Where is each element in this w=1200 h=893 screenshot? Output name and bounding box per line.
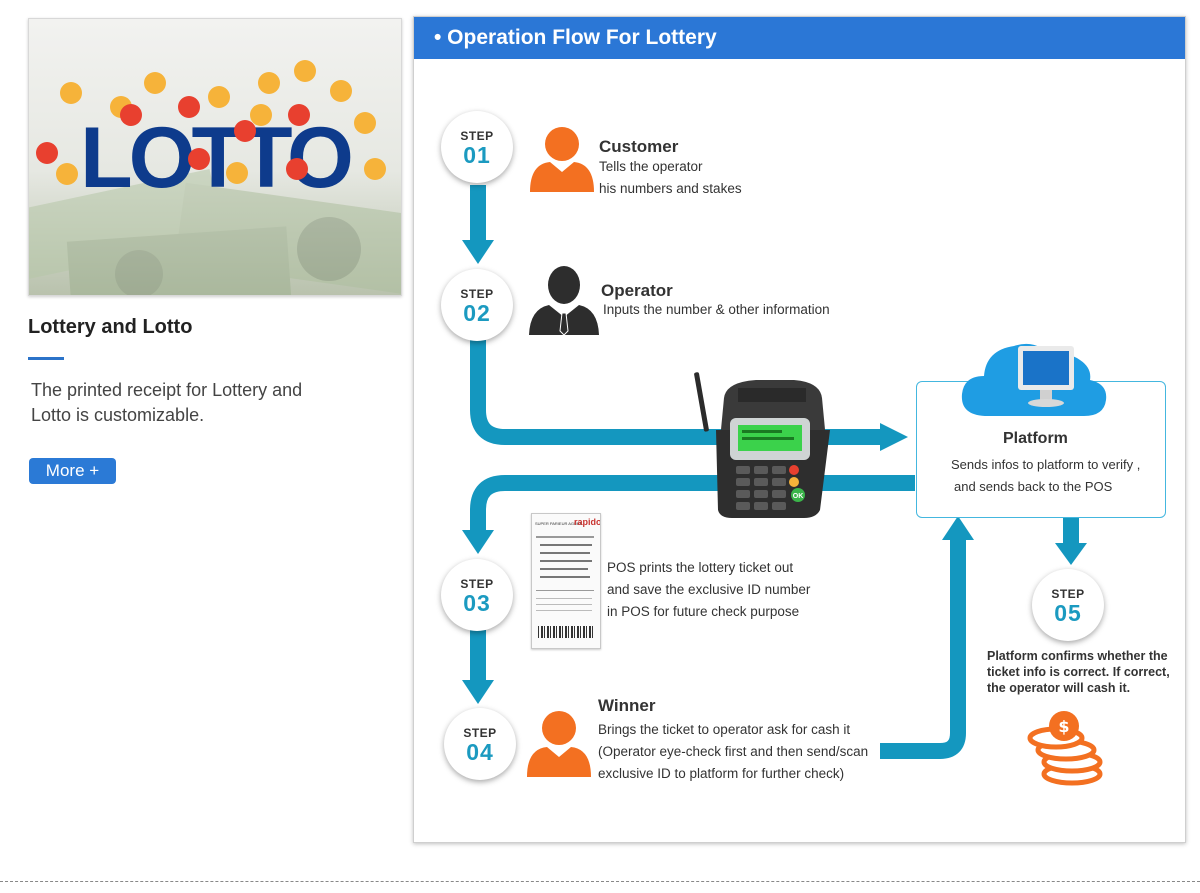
receipt-brand: rapido <box>574 517 601 527</box>
step5-text-1: Platform confirms whether the <box>987 649 1168 663</box>
svg-text:$: $ <box>1058 717 1069 736</box>
platform-text-2: and sends back to the POS <box>954 479 1113 494</box>
section-title: Lottery and Lotto <box>28 316 193 338</box>
step-number: 04 <box>466 739 494 765</box>
pos-ok-key: OK <box>793 493 804 500</box>
winner-text-1: Brings the ticket to operator ask for ca… <box>598 722 851 737</box>
lotto-illustration: LOTTO <box>29 19 401 295</box>
title-underline <box>28 357 64 360</box>
step-number: 03 <box>463 590 491 616</box>
cloud-computer-icon <box>961 343 1107 416</box>
winner-text-2: (Operator eye-check first and then send/… <box>598 744 869 759</box>
customer-text-2: his numbers and stakes <box>599 181 742 196</box>
step3-text-2: and save the exclusive ID number <box>607 582 811 597</box>
step-01: STEP 01 <box>441 111 513 183</box>
platform-label: Platform <box>1003 430 1068 447</box>
lotto-wordmark: LOTTO <box>80 110 351 206</box>
more-button[interactable]: More + <box>29 458 116 484</box>
winner-person-icon <box>527 711 591 777</box>
step-04: STEP 04 <box>444 708 516 780</box>
customer-label: Customer <box>599 137 679 156</box>
step-word: STEP <box>460 577 494 591</box>
step5-text-2: ticket info is correct. If correct, <box>987 665 1170 679</box>
receipt-header: SUPER PARIEUR AGREE <box>535 521 583 526</box>
winner-text-3: exclusive ID to platform for further che… <box>598 766 845 781</box>
lotto-image: LOTTO <box>28 18 402 296</box>
winner-label: Winner <box>598 696 656 715</box>
step-number: 01 <box>463 142 491 168</box>
bottom-divider <box>0 881 1200 882</box>
coins-icon: $ <box>1027 711 1103 786</box>
panel-title: • Operation Flow For Lottery <box>434 26 717 49</box>
step-number: 02 <box>463 300 491 326</box>
step-03: STEP 03 <box>441 559 513 631</box>
operator-businessman-icon <box>529 266 599 335</box>
step-02: STEP 02 <box>441 269 513 341</box>
customer-person-icon <box>530 127 594 192</box>
step-word: STEP <box>463 726 497 740</box>
step5-text-3: the operator will cash it. <box>987 681 1131 695</box>
panel-header: • Operation Flow For Lottery <box>414 17 1185 59</box>
operator-label: Operator <box>601 281 673 300</box>
step3-text-3: in POS for future check purpose <box>607 604 800 619</box>
step-word: STEP <box>460 129 494 143</box>
lottery-receipt: SUPER PARIEUR AGREE rapido <box>531 513 601 649</box>
platform-text-1: Sends infos to platform to verify , <box>951 457 1141 472</box>
step-number: 05 <box>1054 600 1082 626</box>
step-word: STEP <box>460 287 494 301</box>
customer-text-1: Tells the operator <box>599 159 703 174</box>
section-description: The printed receipt for Lottery and Lott… <box>31 380 303 425</box>
pos-terminal-icon: OK <box>694 372 830 518</box>
step3-text-1: POS prints the lottery ticket out <box>607 560 794 575</box>
operator-text-1: Inputs the number & other information <box>603 302 830 317</box>
step-word: STEP <box>1051 587 1085 601</box>
step-05: STEP 05 <box>1032 569 1104 641</box>
